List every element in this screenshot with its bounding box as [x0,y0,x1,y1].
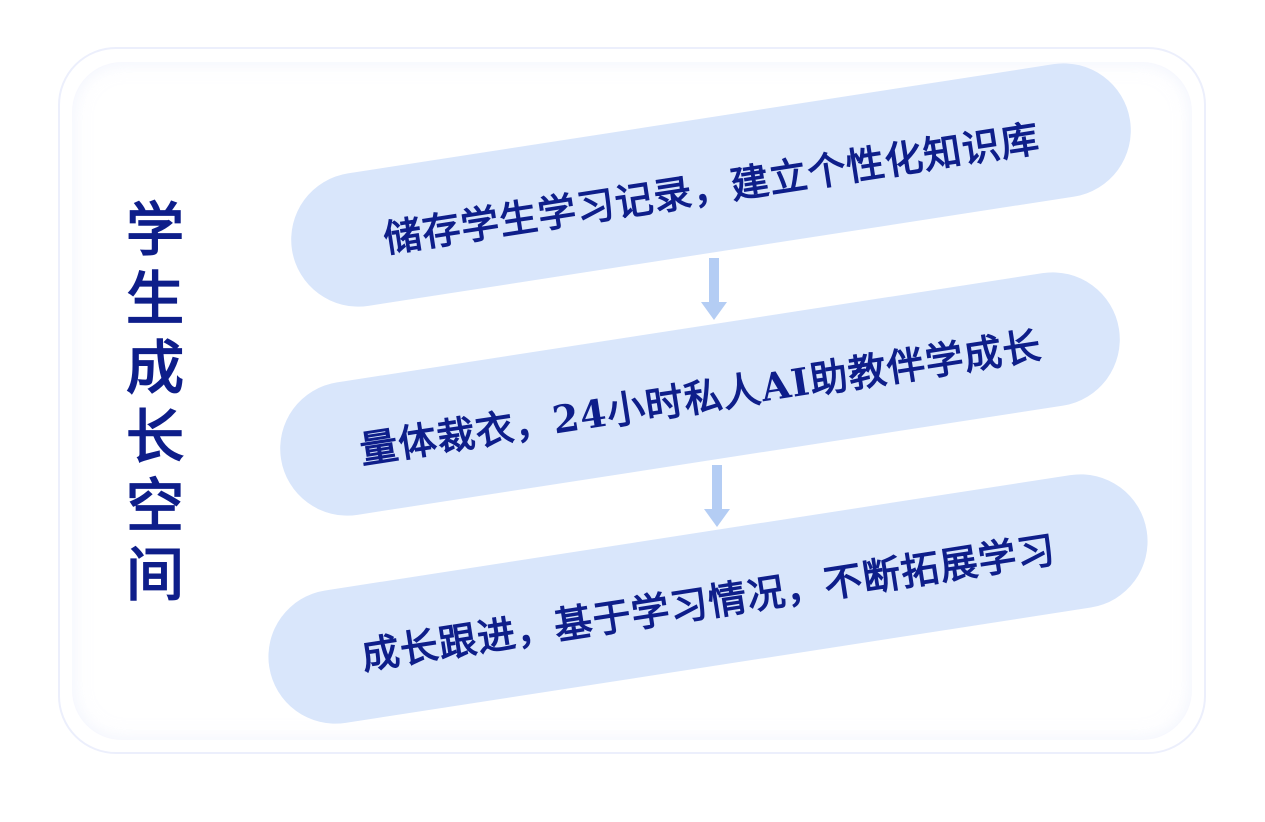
title-char: 学 [125,196,184,264]
arrow-down-icon [701,258,727,320]
title-char: 空 [125,472,184,540]
title-char: 生 [125,265,184,333]
arrow-down-icon [704,465,730,527]
side-title: 学 生 成 长 空 间 [118,196,192,610]
title-char: 间 [125,541,184,609]
title-char: 长 [125,403,184,471]
title-char: 成 [125,334,184,402]
